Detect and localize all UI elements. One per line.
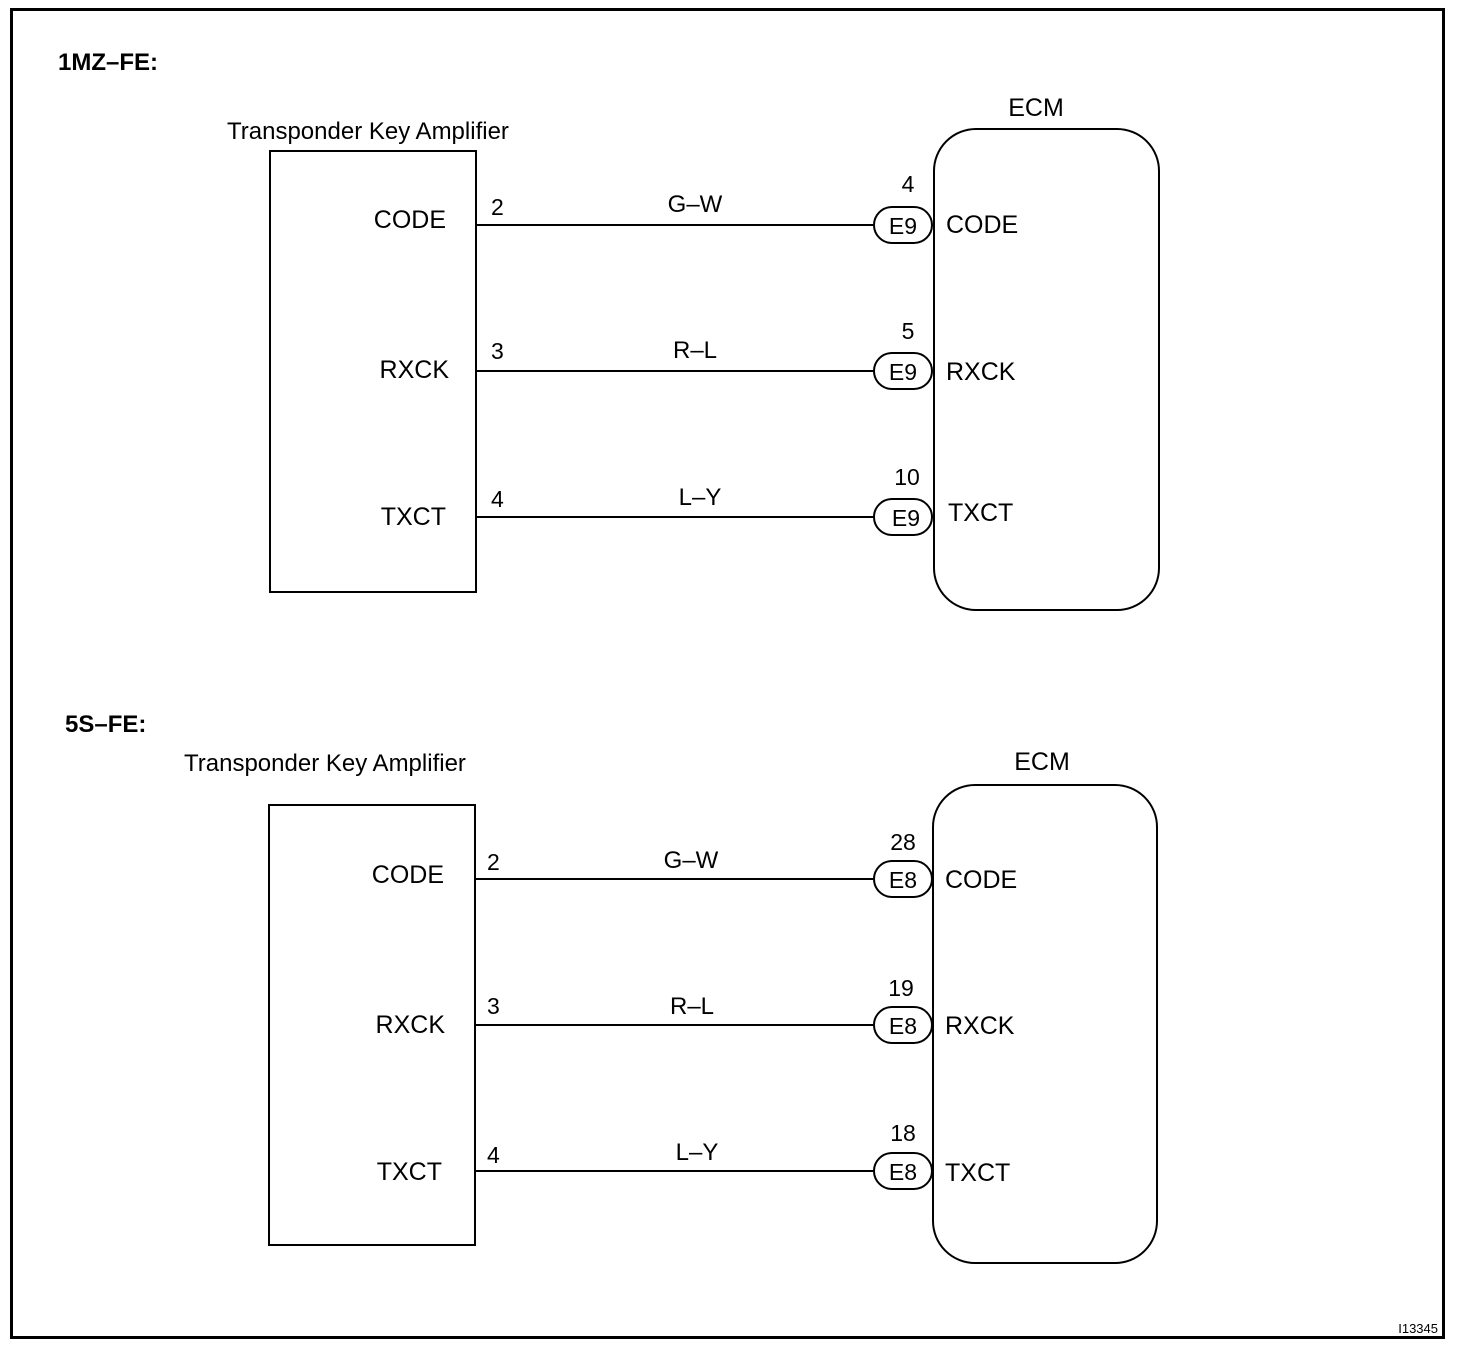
wire-txct: TXCT 4 L–Y 18 E8 TXCT	[377, 1120, 1010, 1190]
ecm-terminal-rxck: RXCK	[946, 358, 1016, 386]
wire-color: G–W	[664, 847, 719, 874]
connector-badge	[873, 1152, 933, 1190]
amplifier-pin: 3	[491, 338, 504, 364]
section-heading: 5S–FE:	[65, 711, 146, 738]
ecm-terminal-code: CODE	[946, 211, 1018, 239]
wire-color: L–Y	[676, 1139, 719, 1166]
wire-color: R–L	[670, 993, 714, 1020]
section-1mz-fe: 1MZ–FE: Transponder Key Amplifier ECM CO…	[58, 49, 1160, 611]
wire-rxck: RXCK 3 R–L 5 E9 RXCK	[380, 318, 1016, 390]
amplifier-terminal-rxck: RXCK	[380, 356, 450, 384]
wire-rxck: RXCK 3 R–L 19 E8 RXCK	[376, 975, 1015, 1044]
amplifier-pin: 4	[487, 1142, 500, 1168]
connector-code: E8	[889, 867, 917, 893]
ecm-label: ECM	[1008, 94, 1064, 122]
connector-code: E9	[889, 213, 917, 239]
section-5s-fe: 5S–FE: Transponder Key Amplifier ECM COD…	[65, 711, 1158, 1264]
amplifier-terminal-code: CODE	[374, 206, 446, 234]
ecm-box	[933, 128, 1160, 611]
amplifier-terminal-rxck: RXCK	[376, 1011, 446, 1039]
figure-id: I13345	[1398, 1321, 1438, 1336]
ecm-terminal-txct: TXCT	[945, 1159, 1010, 1187]
ecm-label: ECM	[1014, 748, 1070, 776]
wire-code: CODE 2 G–W 28 E8 CODE	[372, 829, 1017, 898]
amplifier-label: Transponder Key Amplifier	[184, 750, 466, 777]
amplifier-terminal-txct: TXCT	[381, 503, 446, 531]
wire-txct: TXCT 4 L–Y 10 E9 TXCT	[381, 464, 1013, 536]
connector-code: E9	[889, 359, 917, 385]
amplifier-pin: 2	[487, 849, 500, 875]
ecm-terminal-rxck: RXCK	[945, 1012, 1015, 1040]
amplifier-label: Transponder Key Amplifier	[227, 118, 509, 145]
amplifier-pin: 4	[491, 486, 504, 512]
wire-color: G–W	[668, 191, 723, 218]
ecm-pin: 4	[902, 171, 915, 197]
amplifier-pin: 2	[491, 194, 504, 220]
connector-badge	[873, 860, 933, 898]
amplifier-terminal-txct: TXCT	[377, 1158, 442, 1186]
ecm-pin: 18	[890, 1120, 916, 1146]
connector-badge	[873, 498, 933, 536]
connector-badge	[873, 1006, 933, 1044]
amplifier-terminal-code: CODE	[372, 861, 444, 889]
section-heading: 1MZ–FE:	[58, 49, 158, 76]
connector-code: E8	[889, 1013, 917, 1039]
diagram-frame	[10, 8, 1445, 1339]
ecm-pin: 10	[894, 464, 920, 490]
connector-code: E8	[889, 1159, 917, 1185]
connector-badge	[873, 206, 933, 244]
ecm-terminal-txct: TXCT	[948, 499, 1013, 527]
wire-color: L–Y	[679, 484, 722, 511]
connector-code: E9	[892, 505, 920, 531]
ecm-pin: 19	[888, 975, 914, 1001]
connector-badge	[873, 352, 933, 390]
ecm-pin: 5	[902, 318, 915, 344]
ecm-terminal-code: CODE	[945, 866, 1017, 894]
ecm-pin: 28	[890, 829, 916, 855]
ecm-box	[932, 784, 1158, 1264]
wire-color: R–L	[673, 337, 717, 364]
amplifier-pin: 3	[487, 993, 500, 1019]
wire-code: CODE 2 G–W 4 E9 CODE	[374, 171, 1018, 244]
